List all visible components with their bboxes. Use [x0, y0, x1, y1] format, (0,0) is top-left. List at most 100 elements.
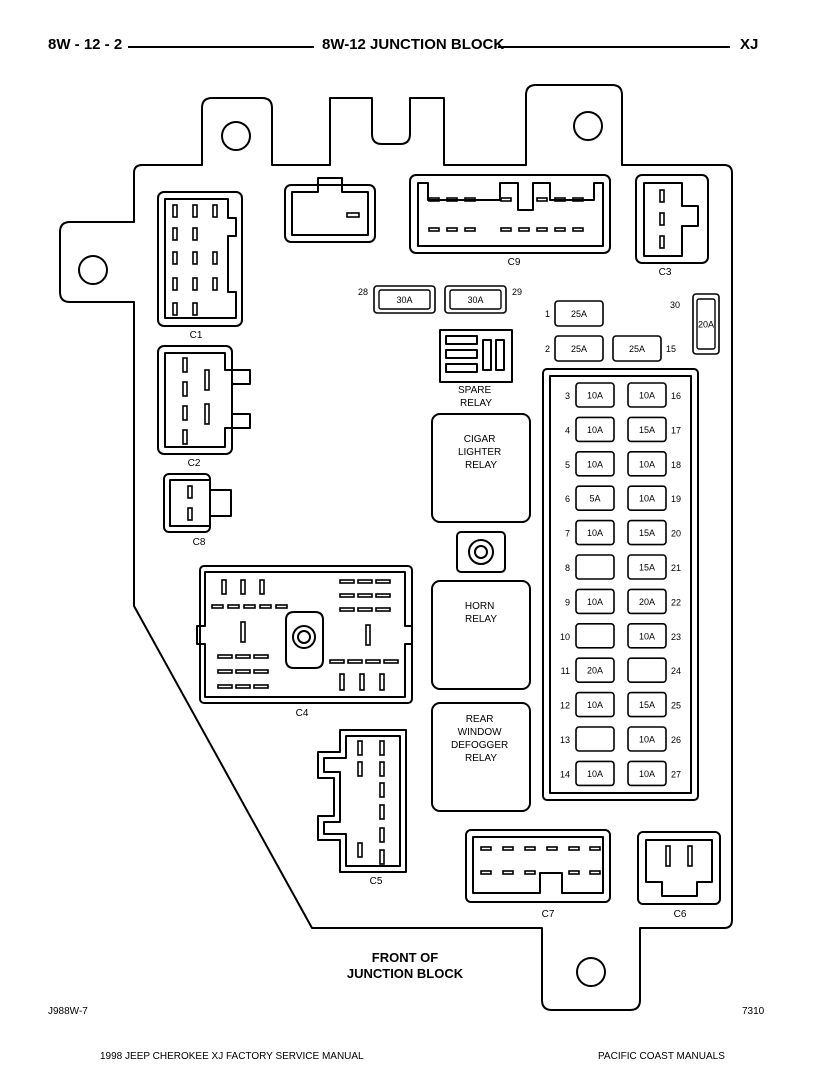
pin-slot	[212, 204, 218, 218]
fuse-inner	[378, 289, 431, 310]
connector-c3	[635, 174, 709, 264]
fuse-6: 5A6	[565, 485, 615, 512]
front-of-block-label: FRONT OF JUNCTION BLOCK	[346, 950, 464, 981]
header-rule-left	[128, 46, 314, 48]
fuse-rating: 10A	[587, 425, 603, 435]
pin-slot	[379, 804, 385, 820]
fuse-number: 19	[671, 494, 681, 504]
fuse-inner	[696, 298, 716, 350]
junction-block-housing	[59, 84, 733, 1011]
fuse-rating: 20A	[587, 666, 603, 676]
pin-slot	[659, 235, 665, 249]
spare-relay-label: SPARE RELAY	[458, 385, 494, 409]
pin-slot	[379, 849, 385, 865]
fuse-number: 1	[545, 309, 550, 319]
vehicle-code: XJ	[740, 36, 759, 53]
fuse-body	[575, 657, 615, 684]
cigar-lighter-relay-label: CIGAR LIGHTER RELAY	[458, 434, 504, 471]
pin-slot	[235, 684, 251, 689]
pin-slots	[172, 189, 693, 875]
fuse-inner	[449, 289, 502, 310]
fuse-body	[627, 622, 667, 649]
pin-slot	[339, 593, 355, 598]
pin-slot	[221, 579, 227, 595]
fuse-number: 10	[560, 632, 570, 642]
pin-slot	[275, 604, 288, 609]
fuse-body	[627, 485, 667, 512]
fuse-rating: 10A	[587, 769, 603, 779]
mount-hole-icon	[573, 111, 603, 141]
mount-hole-icon	[78, 255, 108, 285]
pin-slot	[192, 251, 198, 265]
fuse-rating: 10A	[587, 597, 603, 607]
connector-label-c3: C3	[659, 267, 672, 278]
fuse-rating: 25A	[629, 344, 645, 354]
fuse-rating: 15A	[639, 528, 655, 538]
pin-slot	[217, 654, 233, 659]
pin-slot	[536, 227, 548, 232]
fuse-panel	[542, 368, 699, 801]
pin-slot	[347, 659, 363, 664]
pin-slot	[357, 579, 373, 584]
connector-c9	[409, 174, 611, 254]
fuse-rating: 15A	[639, 563, 655, 573]
mount-hole-icon	[576, 957, 606, 987]
connector-label-c2: C2	[188, 458, 201, 469]
pin-slot	[500, 197, 512, 202]
fuse-body	[627, 726, 667, 752]
pin-slot	[375, 593, 391, 598]
rear-window-defogger-relay	[431, 702, 531, 812]
fuse-body	[575, 485, 615, 512]
pin-slot	[446, 227, 458, 232]
pin-slot	[375, 579, 391, 584]
pin-slot	[172, 251, 178, 265]
fastener-icon	[456, 531, 506, 573]
pin-slot	[546, 846, 558, 851]
fuse-number: 18	[671, 460, 681, 470]
pin-slot	[589, 846, 601, 851]
fuse-rating: 10A	[587, 459, 603, 469]
horn-relay	[431, 580, 531, 690]
fuse-body	[575, 519, 615, 546]
fuse-rating: 15A	[639, 425, 655, 435]
fuse-number: 13	[560, 735, 570, 745]
figure-number: 7310	[742, 1006, 765, 1017]
pin-slot	[379, 761, 385, 777]
pin-slot	[346, 212, 360, 218]
pin-slot	[502, 846, 514, 851]
fuse-body	[575, 382, 615, 408]
pin-slot	[379, 827, 385, 843]
fuse-24: 24	[627, 657, 681, 684]
pin-slot	[259, 604, 272, 609]
fuse-number: 9	[565, 597, 570, 607]
fuse-body	[627, 416, 667, 443]
connector-c1	[157, 191, 243, 327]
fuse-number: 22	[671, 597, 681, 607]
pin-slot	[253, 684, 269, 689]
connector-c5	[317, 729, 407, 873]
pin-slot	[365, 659, 381, 664]
pin-slot	[379, 740, 385, 756]
fuse-rating: 10A	[639, 735, 655, 745]
pin-slot	[339, 673, 345, 691]
pin-slot	[359, 673, 365, 691]
fuse-body	[627, 691, 667, 718]
fuse-rating: 10A	[639, 494, 655, 504]
fuse-rating: 30A	[396, 295, 412, 305]
mount-hole-icon	[221, 121, 251, 151]
fuse-body	[627, 657, 667, 684]
fuse-rating: 10A	[639, 769, 655, 779]
fuse-body	[627, 554, 667, 580]
